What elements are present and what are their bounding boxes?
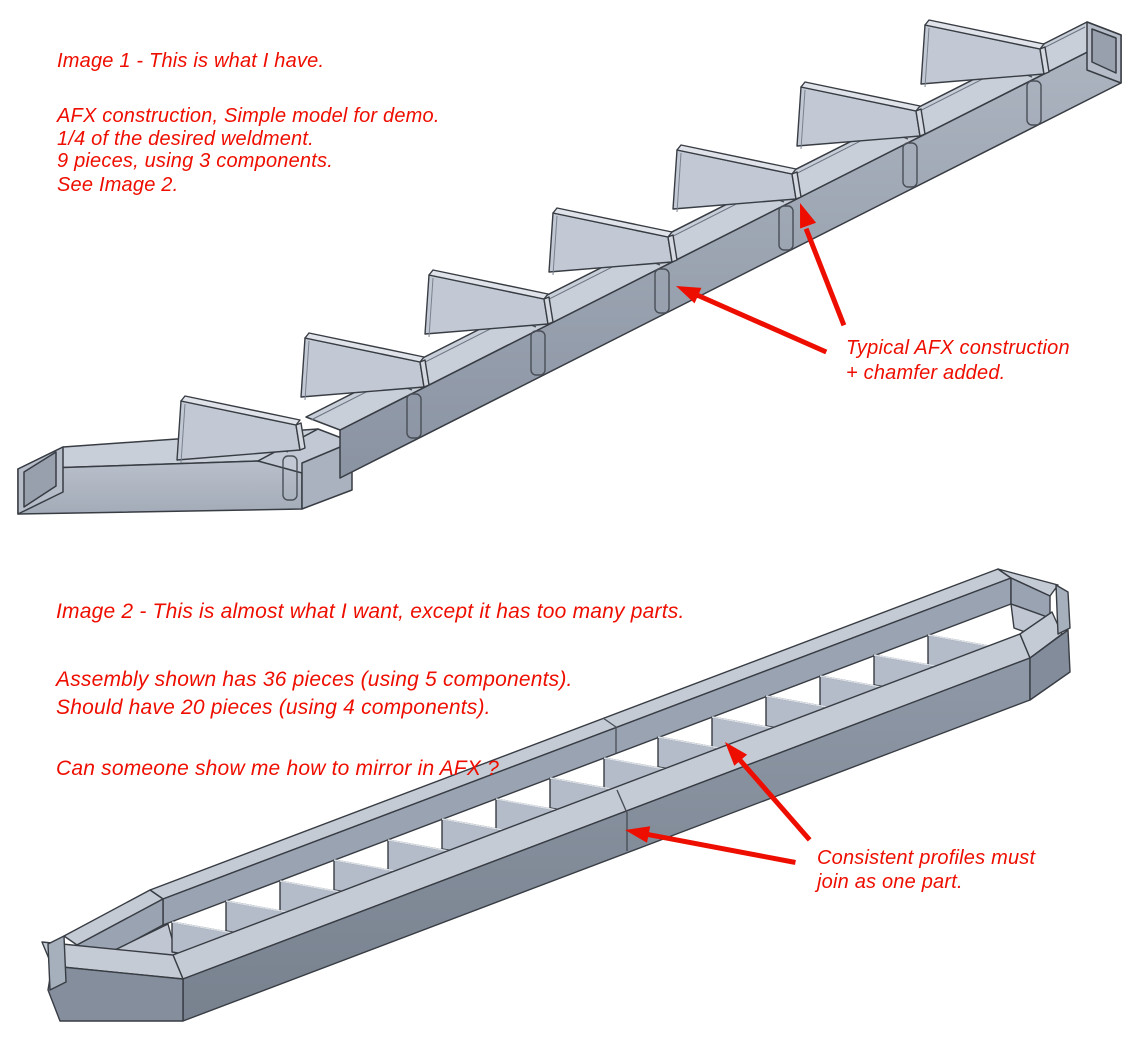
image1-note-line-3: 9 pieces, using 3 components. bbox=[57, 150, 333, 172]
segment-joint bbox=[282, 455, 298, 501]
image1-callout-line-1: Typical AFX construction bbox=[846, 337, 1070, 359]
image2-callout-line-1: Consistent profiles must bbox=[817, 847, 1036, 869]
foot-end-inner-face bbox=[23, 451, 57, 508]
image2-note-line-2: Should have 20 pieces (using 4 component… bbox=[56, 696, 491, 719]
segment-joint bbox=[530, 330, 546, 376]
left-tip-face bbox=[47, 935, 67, 991]
segment-joint bbox=[654, 268, 670, 314]
right-end-cap-near bbox=[1019, 584, 1071, 701]
segment-joint bbox=[902, 142, 918, 188]
beam-fin bbox=[300, 332, 430, 401]
image1-note-line-4: See Image 2. bbox=[57, 174, 179, 196]
near-rail bbox=[172, 633, 1031, 1022]
image2-question: Can someone show me how to mirror in AFX… bbox=[56, 757, 499, 780]
beam-front-face bbox=[339, 34, 1122, 479]
image2-arrow-to-rail-joint bbox=[625, 826, 796, 865]
segment-joint bbox=[778, 205, 794, 251]
beam-fin bbox=[424, 269, 554, 338]
beam-fin bbox=[548, 207, 678, 276]
image1-note-line-1: AFX construction, Simple model for demo. bbox=[57, 105, 440, 127]
beam-fin bbox=[920, 19, 1050, 88]
callout-arrows bbox=[625, 203, 847, 865]
image2-ladder-model bbox=[41, 568, 1071, 1022]
left-near-chevron-outer-face bbox=[47, 965, 184, 1022]
image2-callout-line-2: join as one part. bbox=[817, 871, 963, 893]
segment-joint bbox=[406, 393, 422, 439]
image1-stringer-model bbox=[17, 19, 1122, 515]
image1-arrow-to-beam bbox=[676, 286, 828, 355]
image1-title: Image 1 - This is what I have. bbox=[57, 50, 325, 72]
image1-note-line-2: 1/4 of the desired weldment. bbox=[57, 128, 314, 150]
far-rail-joint bbox=[602, 717, 617, 753]
right-near-chevron-outer-face bbox=[1029, 629, 1071, 701]
image2-note-line-1: Assembly shown has 36 pieces (using 5 co… bbox=[56, 668, 573, 691]
beam-fin bbox=[796, 81, 926, 150]
left-end-cap-near bbox=[41, 935, 184, 1022]
main-beam bbox=[305, 21, 1122, 479]
near-rail-joint bbox=[616, 789, 628, 851]
right-tip-face bbox=[1055, 584, 1071, 635]
beam-top-inner-lip bbox=[310, 26, 1086, 421]
rung-top-highlights bbox=[171, 634, 995, 935]
image1-callout-line-2: + chamfer added. bbox=[846, 362, 1006, 384]
image2-title: Image 2 - This is almost what I want, ex… bbox=[56, 600, 685, 623]
beam-fins bbox=[176, 19, 1050, 464]
image1-arrow-to-chamfer bbox=[800, 203, 847, 327]
beam-fin bbox=[176, 395, 306, 464]
beam-fin bbox=[672, 144, 802, 213]
beam-end-inner-face bbox=[1091, 28, 1117, 74]
image2-arrow-to-rung bbox=[725, 742, 812, 842]
segment-joint bbox=[1026, 80, 1042, 126]
